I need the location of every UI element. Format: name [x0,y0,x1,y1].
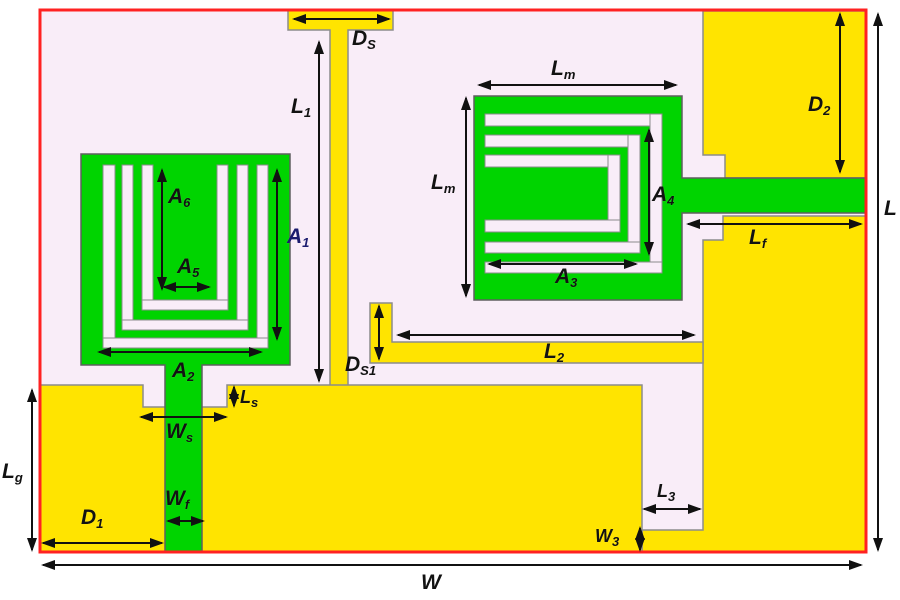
ground-bottom-plane [39,384,643,553]
substrate-boundary [38,8,868,554]
left-patch-slots [102,164,269,349]
slot [102,337,269,349]
slot [484,134,641,148]
slot [484,113,663,127]
slot [484,241,641,254]
slot [627,134,641,254]
slot [256,164,269,349]
slot [236,164,249,331]
slot [102,164,116,349]
dimension-arrows [27,11,883,570]
slot [484,154,621,168]
ground-top-right-block [702,10,867,179]
slot [141,299,229,311]
slot [649,113,663,274]
ground-l2-strip [369,302,704,364]
slot [121,164,134,331]
slot [216,164,229,311]
slot [141,164,154,311]
slot [484,219,621,233]
slot [121,319,249,331]
